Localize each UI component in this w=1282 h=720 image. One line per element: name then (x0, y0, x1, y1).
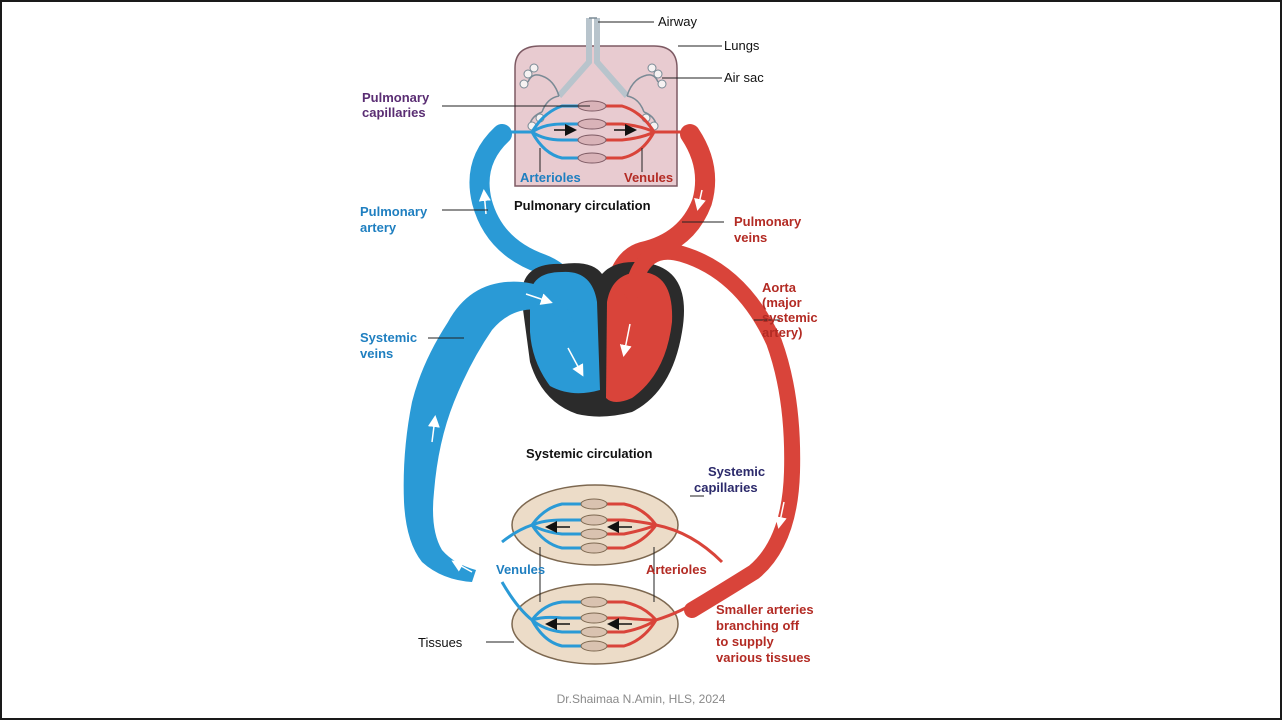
label-air-sac: Air sac (724, 70, 764, 85)
label-airway: Airway (658, 14, 698, 29)
label-aorta-2: (major (762, 295, 802, 310)
label-pulmonary-capillaries: Pulmonary (362, 90, 430, 105)
label-pulmonary-artery: Pulmonary (360, 204, 428, 219)
label-smaller-arteries-4: various tissues (716, 650, 811, 665)
label-aorta-4: artery) (762, 325, 802, 340)
label-arterioles-bottom: Arterioles (646, 562, 707, 577)
label-venules-bottom: Venules (496, 562, 545, 577)
label-pulmonary-veins: Pulmonary (734, 214, 802, 229)
flow-arrow-icon (772, 392, 775, 417)
label-aorta-3: systemic (762, 310, 818, 325)
label-aorta: Aorta (762, 280, 797, 295)
label-smaller-arteries-2: branching off (716, 618, 800, 633)
label-systemic-capillaries: Systemic (708, 464, 765, 479)
label-tissues: Tissues (418, 635, 463, 650)
label-systemic-capillaries-2: capillaries (694, 480, 758, 495)
systemic-capillary-loops (581, 499, 607, 651)
label-pulmonary-veins-2: veins (734, 230, 767, 245)
label-pulmonary-circulation: Pulmonary circulation (514, 198, 651, 213)
label-pulmonary-artery-2: artery (360, 220, 397, 235)
label-smaller-arteries: Smaller arteries (716, 602, 814, 617)
label-systemic-veins-2: veins (360, 346, 393, 361)
footer-credit: Dr.Shaimaa N.Amin, HLS, 2024 (2, 692, 1280, 706)
label-arterioles-top: Arterioles (520, 170, 581, 185)
label-systemic-veins: Systemic (360, 330, 417, 345)
label-systemic-circulation: Systemic circulation (526, 446, 652, 461)
label-lungs: Lungs (724, 38, 760, 53)
label-pulmonary-capillaries-2: capillaries (362, 105, 426, 120)
label-venules-top: Venules (624, 170, 673, 185)
label-smaller-arteries-3: to supply (716, 634, 775, 649)
